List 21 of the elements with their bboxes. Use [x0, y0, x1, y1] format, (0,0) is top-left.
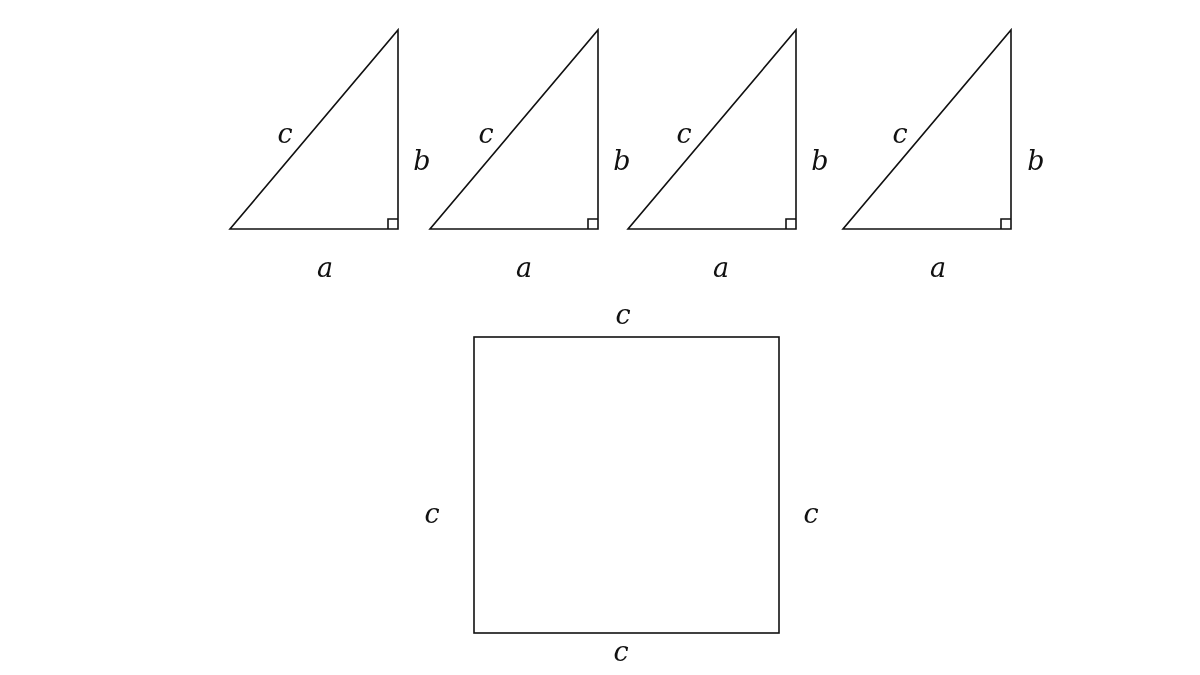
side-label: c	[803, 499, 819, 527]
side-label: b	[613, 146, 631, 174]
side-label: a	[515, 253, 533, 281]
side-label: b	[811, 146, 829, 174]
right-triangle	[843, 30, 1011, 229]
right-triangle	[430, 30, 598, 229]
right-triangle	[628, 30, 796, 229]
right-triangle	[230, 30, 398, 229]
side-label: c	[676, 119, 692, 147]
side-label: b	[1027, 146, 1045, 174]
side-label: c	[277, 119, 293, 147]
side-label: a	[316, 253, 334, 281]
side-label: c	[424, 499, 440, 527]
side-label: c	[615, 300, 631, 328]
square-outline	[474, 337, 779, 633]
side-label: c	[478, 119, 494, 147]
side-label: c	[892, 119, 908, 147]
side-label: a	[712, 253, 730, 281]
side-label: b	[413, 146, 431, 174]
side-label: c	[613, 637, 629, 665]
side-label: a	[929, 253, 947, 281]
